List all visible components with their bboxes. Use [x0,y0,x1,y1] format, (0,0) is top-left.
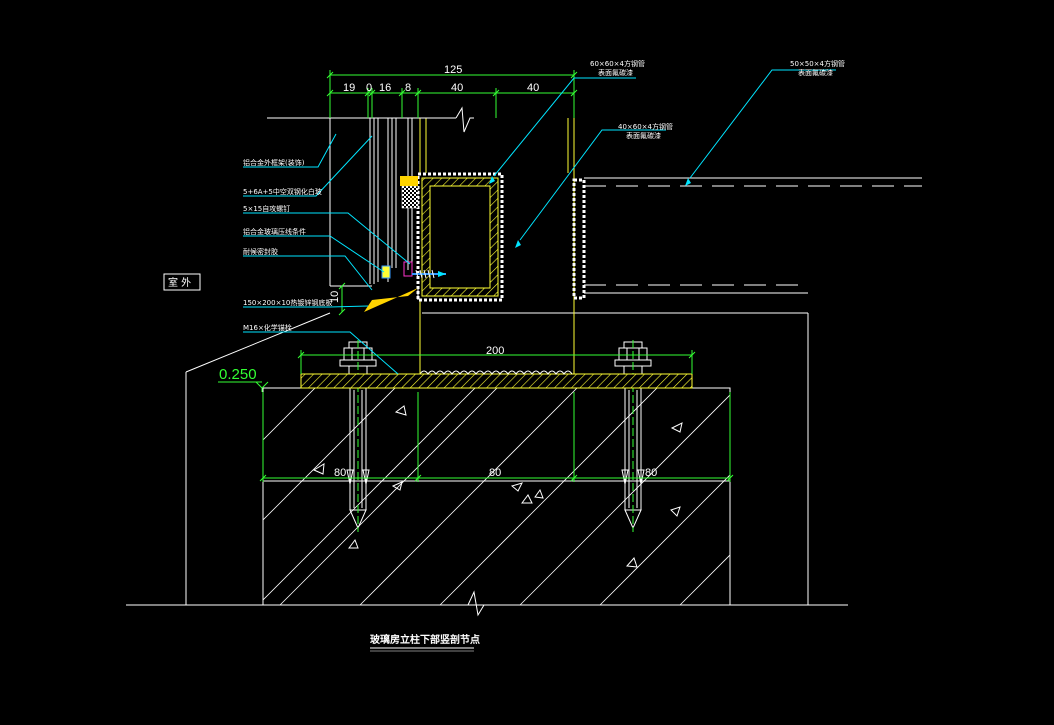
label-sealant: 耐候密封胶 [243,247,278,256]
dim-part-6: 40 [527,82,539,94]
label-tube-top: 60×60×4方钢管 [590,59,645,68]
drawing-title-text: 玻璃房立柱下部竖剖节点 [370,633,480,646]
dim-part-5: 40 [451,82,463,94]
dim-part-3: 16 [379,82,391,94]
glazing-parts [364,261,446,312]
ground-lines [126,312,848,617]
dim-plate-width: 200 [486,345,504,357]
top-dimensions [326,70,578,118]
dim-embed-mid: 80 [489,467,501,479]
leader-lines [243,69,836,375]
label-insulated-glass: 5+6A+5中空双钢化白玻 [243,187,322,196]
dim-part-1: 19 [343,82,355,94]
label-tube-mid: 40×60×4方钢管 [618,122,673,131]
anchor-bolt-right [614,340,652,532]
label-tube-right: 50×50×4方钢管 [790,59,845,68]
label-base-plate: 150×200×10热镀锌钢底板 [243,298,332,307]
dim-embed-left: 80 [334,467,346,479]
aggregate-marks [312,405,683,568]
dim-part-4: 8 [405,82,411,94]
dim-total-width: 125 [444,64,462,76]
label-tube-top-finish: 表面氟碳漆 [598,68,633,77]
room-label-text: 室 外 [168,276,191,289]
room-label: 室 外 [163,273,201,291]
anchor-bolt-left [339,340,377,532]
right-beam [584,177,922,294]
level-value: 0.250 [219,366,257,383]
dim-embed-right: 80 [645,467,657,479]
label-chemical-anchor: M16×化学锚栓 [243,323,292,332]
right-weld [572,178,586,300]
drawing-title: 玻璃房立柱下部竖剖节点 [370,633,480,652]
plate-dimensions [259,282,734,482]
dim-seal-height: 10 [329,291,341,303]
label-tube-mid-finish: 表面氟碳漆 [626,131,661,140]
concrete-foundation [262,387,731,606]
square-tube [416,172,504,302]
dim-part-2: 0 [366,82,372,94]
label-aluminium-frame: 铝合金外框架(装饰) [243,158,305,167]
label-tube-right-finish: 表面氟碳漆 [798,68,833,77]
base-plate [300,370,693,389]
spacer-block [400,176,419,209]
label-glazing-bead: 铝合金玻璃压线条件 [243,227,306,236]
label-self-tapping-screw: 5×15自攻螺钉 [243,204,290,213]
level-marker: 0.250 [218,366,269,392]
